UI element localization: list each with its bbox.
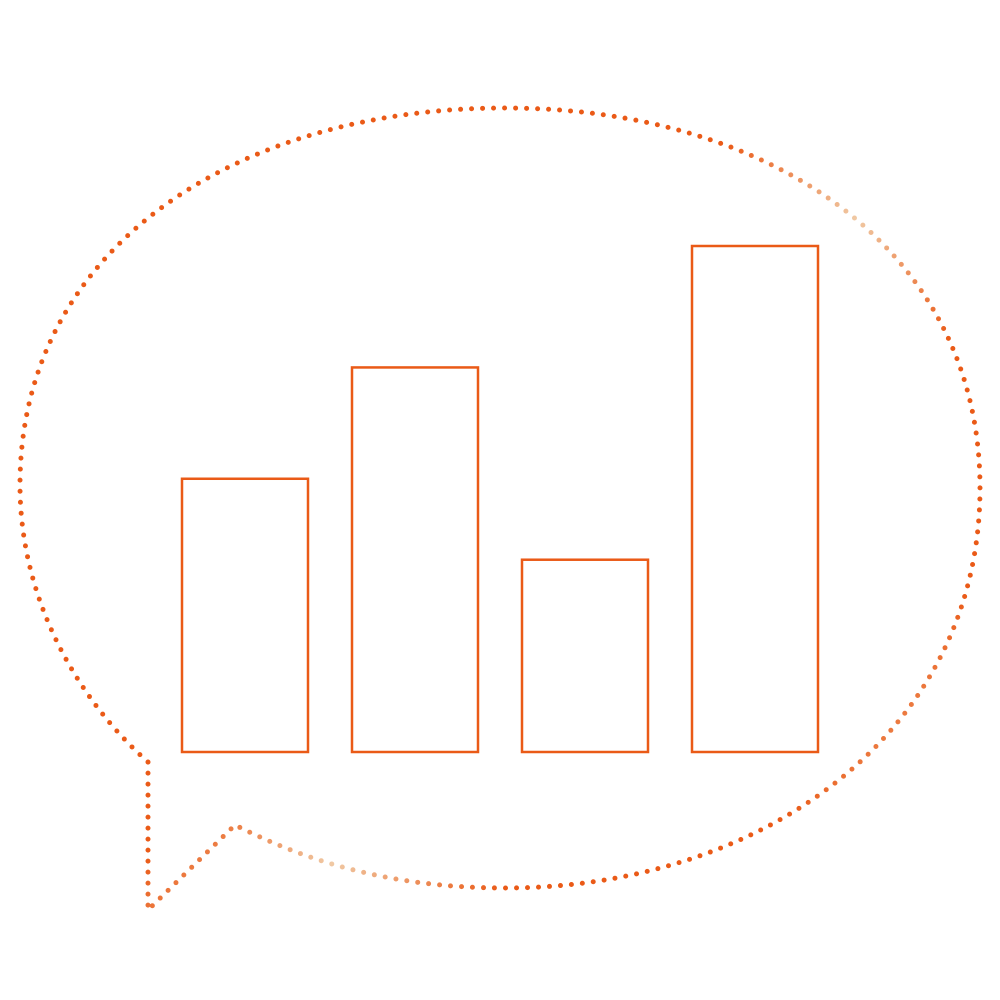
- bar-chart: [180, 244, 820, 754]
- speech-bubble-outline: [17, 105, 983, 913]
- chart-bar-4: [690, 244, 820, 754]
- chart-bar-2: [350, 366, 480, 754]
- chart-bar-3: [520, 558, 650, 754]
- chart-bar-1: [180, 477, 310, 754]
